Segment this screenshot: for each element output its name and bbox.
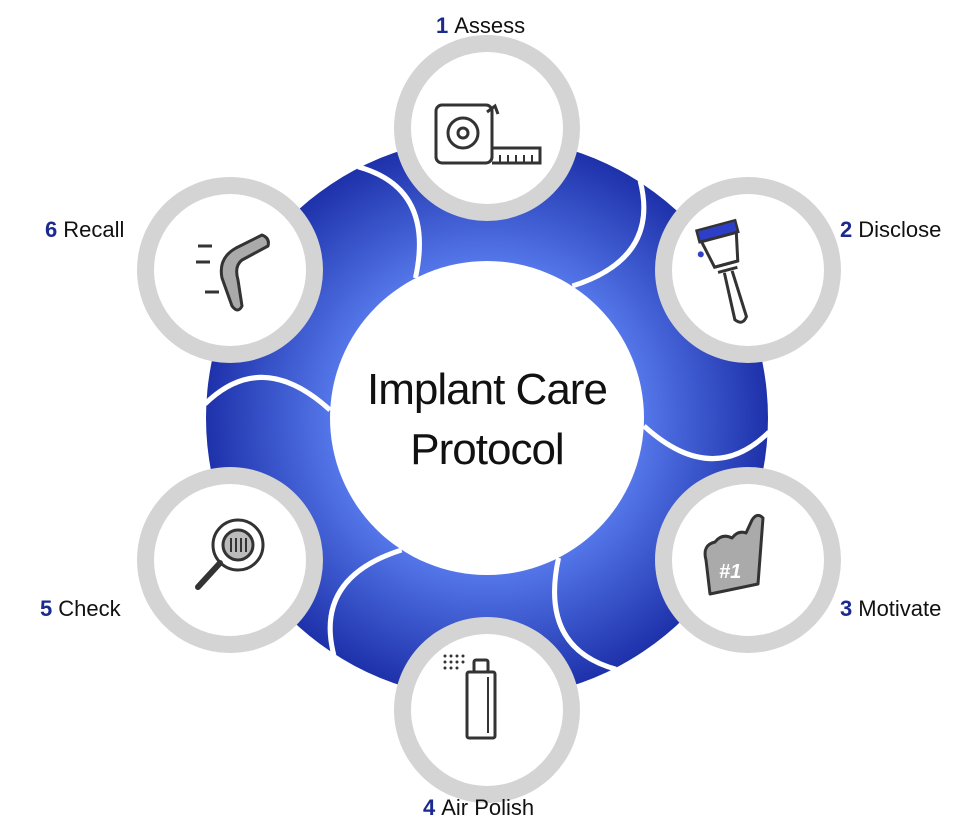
segment-separators [203,164,771,672]
step-text: Motivate [858,596,942,621]
center-circle [330,261,644,575]
step-number: 6 [45,217,58,242]
tape-measure-icon [434,103,542,165]
step-number: 4 [423,795,436,820]
step-text: Assess [454,13,526,38]
step-text: Disclose [858,217,942,242]
title-line-1: Implant Care [367,365,608,414]
step-badge-air-polish [394,617,580,803]
step-badge-assess [394,35,580,221]
step-number: 1 [436,13,449,38]
step-badge-disclose [655,177,841,363]
step-number: 3 [840,596,853,621]
foam-finger-icon: #1 [703,513,765,596]
step-text: Check [58,596,121,621]
spray-bottle-icon [443,654,497,740]
step-text: Air Polish [441,795,535,820]
step-badge-check [137,467,323,653]
magnifier-icon [195,518,265,590]
step-number: 5 [40,596,53,621]
step-badge-motivate: #1 [655,467,841,653]
svg-text:#1: #1 [719,561,741,583]
boomerang-icon [196,233,270,312]
step-number: 2 [840,217,853,242]
title-line-2: Protocol [410,425,564,474]
step-text: Recall [63,217,125,242]
diagram-title: Implant Care Protocol [330,360,644,480]
ring [206,137,768,699]
paintbrush-icon [694,218,749,324]
step-badge-recall [137,177,323,363]
